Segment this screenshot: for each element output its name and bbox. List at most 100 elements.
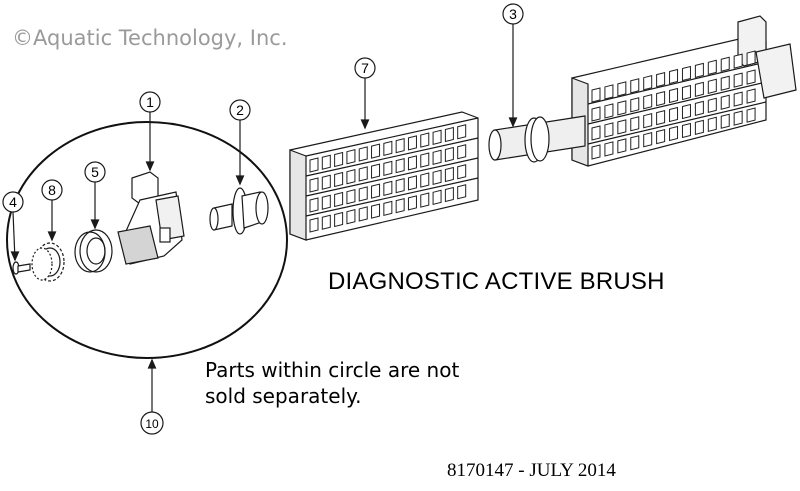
right-bristle-2-2 <box>617 119 627 135</box>
callout-label-7: 7 <box>361 60 369 76</box>
left-bristle-3-12 <box>457 184 467 200</box>
left-bristle-1-6 <box>383 160 393 177</box>
small-gear <box>31 242 65 282</box>
left-bristle-2-0 <box>309 197 319 213</box>
bearing <box>74 229 113 273</box>
left-bristle-3-11 <box>444 186 454 203</box>
left-bristle-2-11 <box>444 166 454 183</box>
callout-arrowhead-3 <box>508 117 518 128</box>
right-bristle-3-3 <box>630 135 640 151</box>
right-bristle-0-9 <box>707 59 717 75</box>
callout-label-3: 3 <box>509 6 517 22</box>
left-bristle-1-3 <box>346 169 356 185</box>
right-bristle-3-8 <box>694 119 704 136</box>
left-bristle-1-12 <box>457 144 467 160</box>
left-bristle-0-2 <box>334 151 344 168</box>
left-bristle-3-1 <box>321 214 331 230</box>
right-bristle-3-11 <box>733 110 743 126</box>
left-bristle-3-10 <box>432 189 442 205</box>
bristle-blocks <box>309 50 756 233</box>
note-text: Parts within circle are not sold separat… <box>205 357 505 409</box>
callout-circle-1 <box>139 91 161 113</box>
left-bristle-0-7 <box>395 137 405 154</box>
callout-circle-2 <box>229 99 251 121</box>
callout-arrowhead-2 <box>235 175 245 186</box>
right-bristle-0-0 <box>591 87 601 103</box>
callout-arrowhead-10 <box>147 358 157 369</box>
left-bristle-1-7 <box>395 157 405 174</box>
right-bristle-1-0 <box>591 106 601 122</box>
right-bristle-1-8 <box>694 81 704 98</box>
right-bristle-1-7 <box>681 84 691 101</box>
right-bristle-1-2 <box>617 100 627 116</box>
left-bristle-1-1 <box>321 174 331 190</box>
callout-label-10: 10 <box>145 417 159 431</box>
left-bristle-2-8 <box>407 175 417 191</box>
left-bristle-1-0 <box>309 177 319 193</box>
callout-label-2: 2 <box>236 102 244 118</box>
callout-circle-10 <box>140 411 164 435</box>
left-bristle-2-6 <box>383 180 393 197</box>
axle-shaft <box>488 115 586 163</box>
parts-group-circle <box>6 121 288 359</box>
right-bristle-3-0 <box>591 144 601 160</box>
right-bristle-3-4 <box>643 132 653 148</box>
right-bristle-2-10 <box>720 94 730 110</box>
right-bristle-3-2 <box>617 138 627 154</box>
left-bristle-2-12 <box>457 164 467 180</box>
right-bristle-2-0 <box>591 125 601 141</box>
left-bristle-3-9 <box>420 192 430 208</box>
left-bristle-2-10 <box>432 169 442 185</box>
callout-arrowhead-5 <box>90 219 100 230</box>
right-bristle-3-12 <box>746 107 756 123</box>
right-bristle-1-9 <box>707 78 717 94</box>
right-bristle-3-10 <box>720 113 730 129</box>
callout-label-5: 5 <box>91 164 99 180</box>
right-bristle-2-4 <box>643 113 653 129</box>
callout-label-1: 1 <box>146 94 154 110</box>
right-bristle-1-11 <box>733 72 743 88</box>
right-bristle-2-9 <box>707 97 717 113</box>
right-bristle-1-10 <box>720 75 730 91</box>
right-bristle-2-12 <box>746 88 756 104</box>
right-bristle-3-7 <box>681 122 691 139</box>
right-bristle-0-12 <box>746 50 756 66</box>
left-bristle-3-3 <box>346 209 356 225</box>
right-bristle-0-6 <box>669 68 679 85</box>
left-bristle-2-7 <box>395 177 405 194</box>
left-bristle-1-4 <box>358 166 368 182</box>
right-bristle-2-8 <box>694 100 704 117</box>
left-bristle-0-5 <box>371 143 381 159</box>
left-bristle-1-2 <box>334 171 344 188</box>
left-bristle-2-4 <box>358 186 368 202</box>
right-bristle-2-1 <box>604 122 614 138</box>
right-bristle-1-4 <box>643 94 653 110</box>
callout-arrowhead-8 <box>47 231 57 242</box>
right-bristle-1-1 <box>604 103 614 119</box>
callout-label-4: 4 <box>9 194 17 210</box>
left-bristle-2-3 <box>346 189 356 205</box>
left-bristle-3-5 <box>371 203 381 219</box>
right-bristle-3-1 <box>604 141 614 157</box>
brush-roller-left <box>289 111 479 241</box>
left-bristle-0-11 <box>444 126 454 143</box>
callout-label-8: 8 <box>48 182 56 198</box>
right-bristle-0-4 <box>643 75 653 91</box>
left-bristle-0-8 <box>407 135 417 151</box>
left-bristle-0-4 <box>358 146 368 162</box>
left-bristle-1-10 <box>432 149 442 165</box>
right-bristle-2-7 <box>681 103 691 120</box>
right-bristle-3-6 <box>669 125 679 142</box>
callout-circle-5 <box>84 161 106 183</box>
right-bristle-1-3 <box>630 97 640 113</box>
left-bristle-0-12 <box>457 124 467 140</box>
left-bristle-0-3 <box>346 149 356 165</box>
screw <box>12 261 31 275</box>
callout-arrowhead-1 <box>145 161 155 172</box>
copyright-text: ©Aquatic Technology, Inc. <box>12 26 288 50</box>
left-bristle-2-9 <box>420 172 430 188</box>
callout-circle-3 <box>502 3 524 25</box>
left-bristle-0-0 <box>309 157 319 173</box>
drive-pulley <box>209 187 269 235</box>
